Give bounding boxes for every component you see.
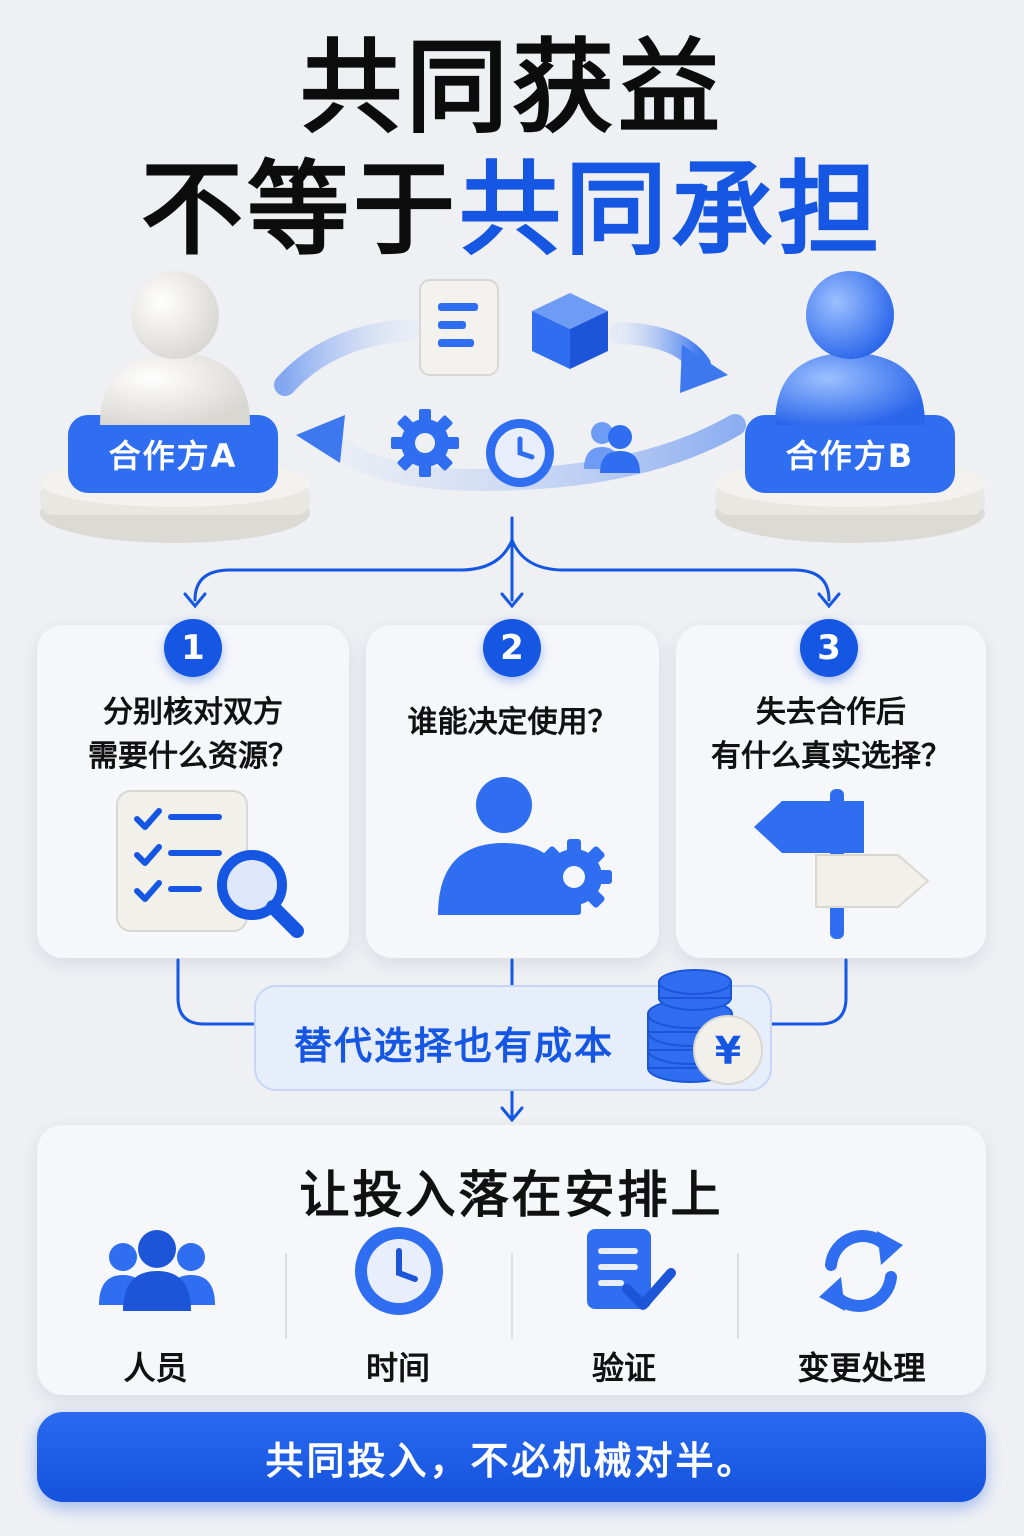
arrow-left-icon	[296, 415, 345, 463]
step-number-2: 2	[483, 619, 541, 677]
divider	[511, 1253, 513, 1339]
arrangement-item-time: 时间	[285, 1225, 511, 1387]
question-2-line-1: 谁能决定使用？	[407, 705, 618, 740]
arrangement-item-change: 变更处理	[737, 1225, 986, 1387]
item-label-time: 时间	[365, 1349, 430, 1387]
item-label-verify: 验证	[591, 1349, 656, 1387]
party-a-label: 合作方A	[108, 437, 238, 475]
people-icon	[584, 422, 640, 473]
people-icon	[99, 1230, 215, 1311]
title-line-2-blue: 共同承担	[459, 151, 883, 270]
item-label-people: 人员	[123, 1349, 188, 1387]
question-3-line-1: 失去合作后	[756, 695, 906, 730]
divider	[737, 1253, 739, 1339]
arrangement-item-people: 人员	[37, 1225, 274, 1387]
arrangement-item-verify: 验证	[511, 1225, 737, 1387]
footer-banner: 共同投入，不必机械对半。	[37, 1412, 986, 1502]
clock-icon	[486, 419, 554, 487]
step-number-3: 3	[800, 619, 858, 677]
arrow-right-icon	[680, 345, 728, 393]
question-card-3: 3 失去合作后 有什么真实选择？	[676, 619, 986, 958]
arrangement-title: 让投入落在安排上	[299, 1166, 724, 1224]
checklist-magnifier-icon	[116, 790, 304, 938]
person-gear-icon	[438, 777, 612, 915]
refresh-icon	[819, 1230, 903, 1312]
cost-text: 替代选择也有成本	[294, 1024, 615, 1068]
question-card-1: 1 分别核对双方 需要什么资源？	[37, 619, 349, 958]
question-1-line-2: 需要什么资源？	[88, 739, 298, 774]
title-line-1: 共同获益	[300, 29, 724, 148]
title-line-2-black: 不等于	[141, 151, 459, 270]
cube-icon	[532, 293, 608, 369]
clock-icon	[355, 1227, 443, 1315]
coin-stack-icon: ¥	[647, 969, 763, 1085]
question-card-2: 2 谁能决定使用？	[366, 619, 659, 958]
party-b-figure	[715, 271, 985, 543]
document-icon	[419, 279, 499, 376]
divider	[285, 1253, 287, 1339]
question-1-line-1: 分别核对双方	[103, 695, 283, 730]
title-line-2: 不等于共同承担	[0, 160, 1024, 262]
party-a-figure	[40, 271, 310, 543]
yen-symbol: ¥	[715, 1029, 741, 1073]
party-b-label: 合作方B	[785, 437, 915, 475]
document-check-icon	[587, 1229, 676, 1310]
gear-icon	[391, 409, 459, 477]
item-label-change: 变更处理	[797, 1349, 926, 1387]
question-3-line-2: 有什么真实选择？	[711, 739, 951, 774]
arrangement-card: 让投入落在安排上 人员 时间 验证	[37, 1125, 986, 1395]
step-number-1: 1	[164, 619, 222, 677]
branch-connector	[183, 516, 841, 609]
signpost-icon	[754, 789, 930, 939]
merge-connector	[176, 958, 848, 1123]
exchange-illustration	[40, 271, 985, 543]
